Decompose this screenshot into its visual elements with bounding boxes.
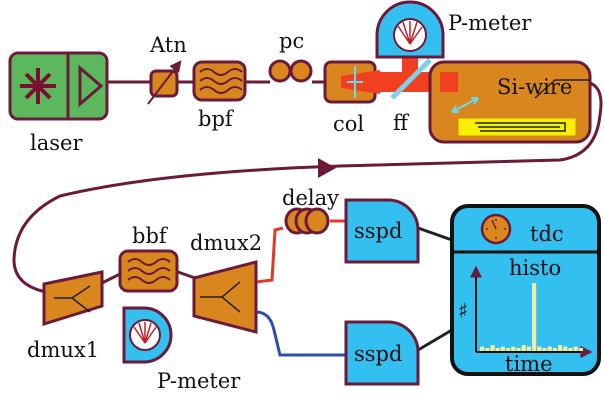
pc-paddle-2 <box>289 59 313 83</box>
histogram-bar <box>558 345 563 351</box>
label-si-wire: Si-wire <box>497 75 572 99</box>
label-p-meter-bottom: P-meter <box>157 369 241 393</box>
label-pc: pc <box>279 29 304 53</box>
bandpass-filter <box>192 60 247 102</box>
label-delay: delay <box>282 186 339 210</box>
histogram-bar <box>532 283 537 351</box>
broadband-filter <box>118 249 179 293</box>
label-laser: laser <box>30 131 83 155</box>
histogram-bar <box>563 346 568 351</box>
label-p-meter-top: P-meter <box>448 11 532 35</box>
histogram-bar <box>495 348 500 351</box>
cable-sspd-top-to-tdc <box>417 226 453 242</box>
label-tdc: tdc <box>530 222 564 246</box>
histogram-bar <box>516 348 521 351</box>
demux1 <box>42 270 104 327</box>
tdc-body <box>450 204 601 376</box>
label-dmux2: dmux2 <box>190 231 262 255</box>
sspd-bottom-body <box>344 320 420 386</box>
sspd-top-body <box>344 198 420 264</box>
label-sspd-bottom: sspd <box>354 342 402 366</box>
label-col: col <box>333 112 364 136</box>
label-dmux1: dmux1 <box>27 338 99 362</box>
label-histo: histo <box>509 256 561 280</box>
chip-waveguide-coil-icon <box>475 122 566 132</box>
label-ff: ff <box>393 111 410 135</box>
label-bbf: bbf <box>132 224 169 248</box>
sspd-bottom <box>344 320 420 386</box>
power-meter-top <box>375 0 445 59</box>
power-meter-bottom-needle-icon <box>133 322 157 344</box>
histogram-bar <box>500 346 505 351</box>
label-sspd-top: sspd <box>354 219 402 243</box>
demux2-split-icon <box>200 281 241 313</box>
chip-beam-spot <box>440 72 458 92</box>
label-time: time <box>505 352 553 376</box>
return-arrowhead <box>318 158 336 178</box>
histogram-bars <box>480 283 583 351</box>
silicon-wire-chip <box>428 60 592 144</box>
sspd-top <box>344 198 420 264</box>
text-labels: laser Atn bpf pc col ff P-meter Si-wire … <box>27 11 572 393</box>
attenuator-adjust-arrow-icon <box>147 60 182 105</box>
histogram-bar <box>578 348 583 351</box>
fiber-bbf-to-dmux2 <box>177 270 196 280</box>
tdc-module <box>450 204 601 376</box>
collimator <box>323 60 380 104</box>
histogram-bar <box>573 346 578 351</box>
laser-source <box>8 51 109 121</box>
power-meter-bottom <box>122 306 173 364</box>
label-histo-y-axis: ♯ <box>458 299 468 323</box>
histogram-bar <box>521 345 526 351</box>
histogram-bar <box>568 348 573 351</box>
demux2-body <box>192 260 258 334</box>
fiber-return-loop <box>12 80 603 294</box>
laser-star-icon <box>20 68 56 104</box>
tdc-clock-hands-icon <box>486 219 506 239</box>
histogram-bar <box>511 346 516 351</box>
demux2 <box>192 260 258 334</box>
attenuator <box>147 60 182 105</box>
histogram-bar <box>490 345 495 351</box>
histogram-bar <box>480 346 485 351</box>
chip-polarization-arrow-icon <box>451 97 479 113</box>
bpf-wave-icon <box>199 68 243 94</box>
polarization-controller <box>268 59 313 83</box>
histogram-bar <box>542 348 547 351</box>
histogram-bar <box>506 348 511 351</box>
bbf-body <box>118 249 179 293</box>
chip-output-waveguide <box>534 79 590 99</box>
demux1-split-icon <box>54 285 91 313</box>
collimator-lens-icon <box>347 66 363 98</box>
power-meter-top-needle-icon <box>397 21 423 45</box>
histogram-bar <box>537 346 542 351</box>
histogram-bar <box>547 346 552 351</box>
label-bpf: bpf <box>198 107 235 131</box>
fiber-facet-splitter <box>390 58 432 100</box>
label-atn: Atn <box>149 33 187 57</box>
fiber-blue-to-sspd <box>255 310 346 357</box>
delay-coil-3 <box>304 207 330 235</box>
histogram-bar <box>526 346 531 351</box>
fiber-red-to-delay <box>255 226 284 284</box>
bbf-wave-icon <box>127 258 171 284</box>
histogram-bar <box>552 348 557 351</box>
pc-paddle-1 <box>268 59 292 83</box>
histogram-bar <box>485 348 490 351</box>
bpf-body <box>192 60 247 102</box>
cable-sspd-bottom-to-tdc <box>417 328 453 352</box>
amplifier-triangle-icon <box>78 64 104 108</box>
delay-line <box>284 207 330 235</box>
